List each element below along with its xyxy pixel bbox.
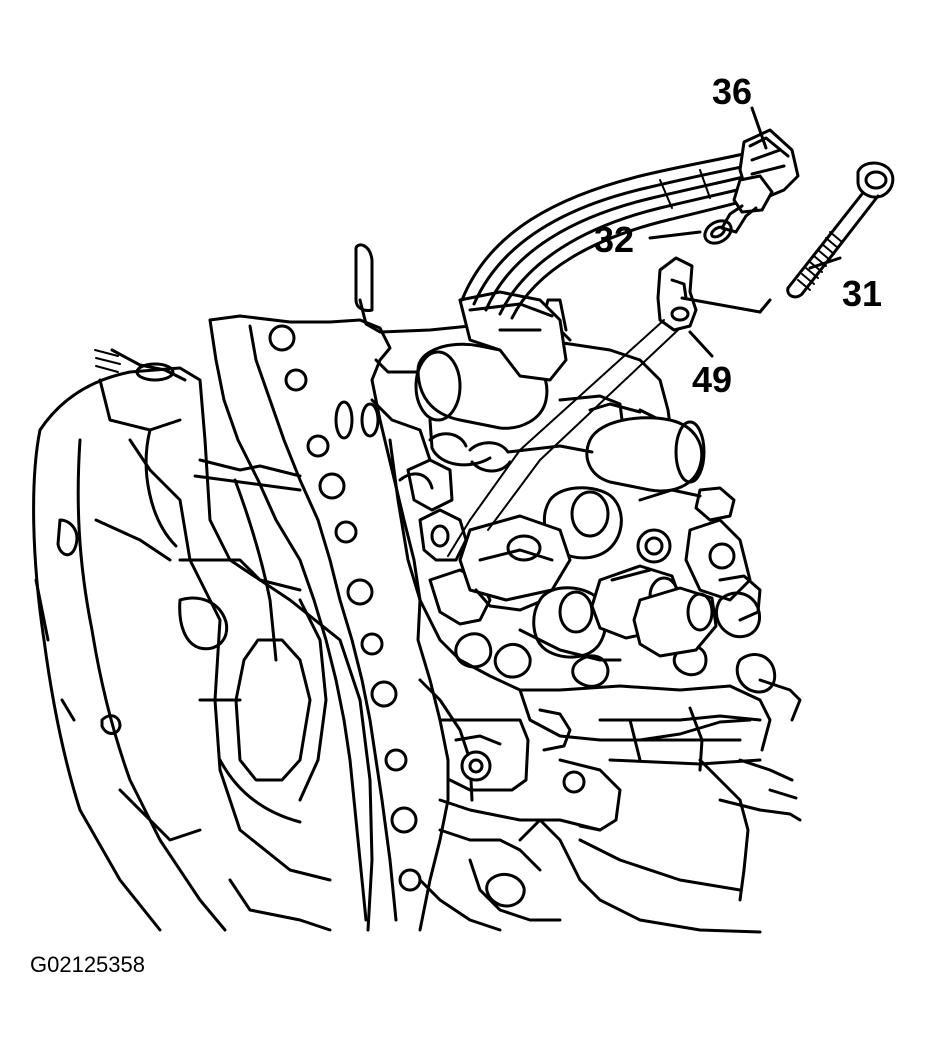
callout-31-label: 31 [842,273,883,314]
callout-32-label: 32 [594,219,635,260]
transmission-case-left [32,348,374,932]
callout-36-label: 36 [712,71,753,112]
solenoid-connector-top [458,290,568,382]
pipe-assembly [398,432,594,490]
solenoid-lower-right [632,574,762,658]
harness-connector-36 [720,128,800,234]
retainer-bracket-49 [447,256,698,557]
leader-lines [648,106,842,358]
figure-id-label: G02125358 [30,952,145,977]
bolt-31 [786,161,895,299]
callout-49-label: 49 [692,359,733,400]
o-ring-32 [703,219,733,245]
solenoid-right-upper [558,394,706,493]
valve-body-plate [208,314,450,932]
